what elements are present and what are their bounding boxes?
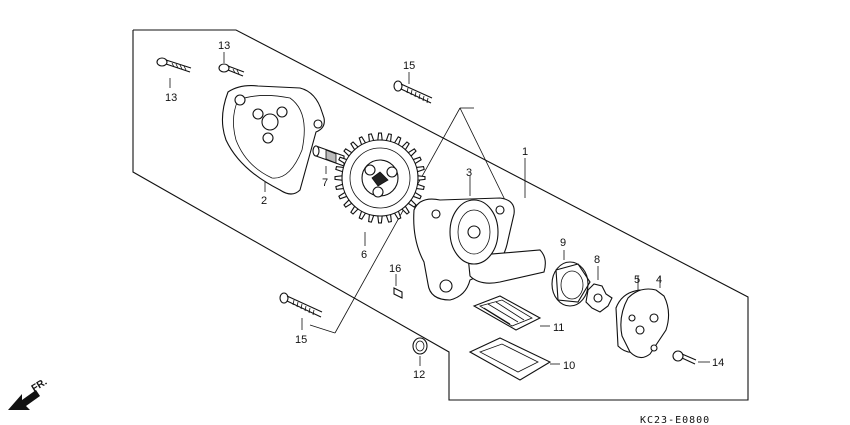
bolt-14: [672, 350, 710, 365]
callout-9: 9: [560, 237, 566, 249]
drive-sprocket-part-6: [334, 132, 426, 246]
inner-rotor-part-8: [585, 266, 613, 313]
dowel-pin-part-16: [393, 274, 403, 299]
callout-12: 12: [413, 369, 425, 381]
callout-13-left: 13: [165, 92, 177, 104]
callout-13-right: 13: [218, 40, 230, 52]
callout-2: 2: [261, 195, 267, 207]
bolt-15-top: [393, 72, 433, 104]
callout-7: 7: [322, 177, 328, 189]
oil-screen-part-11: [472, 295, 550, 331]
bolt-15-lower: [279, 292, 323, 330]
strainer-gasket-part-10: [468, 337, 560, 381]
pump-shaft-part-7: [312, 145, 345, 174]
callout-16: 16: [389, 263, 401, 275]
front-direction-label: FR.: [30, 377, 50, 395]
assembly-outline: [132, 29, 749, 401]
o-ring-part-12: [412, 337, 428, 366]
callout-1: 1: [522, 146, 528, 158]
pump-body-part-3: [413, 176, 546, 301]
callout-5: 5: [634, 274, 640, 286]
pump-cover-part-2: [221, 85, 325, 195]
outer-rotor-part-9: [551, 250, 591, 307]
diagram-code: KC23-E0800: [640, 415, 710, 425]
callout-4: 4: [656, 274, 662, 286]
callout-15-lower: 15: [295, 334, 307, 346]
front-direction-arrow-icon: [8, 390, 40, 410]
callout-6: 6: [361, 249, 367, 261]
callout-14: 14: [712, 357, 724, 369]
callout-10: 10: [563, 360, 575, 372]
callout-15-top: 15: [403, 60, 415, 72]
callout-8: 8: [594, 254, 600, 266]
bolt-13-right: [218, 52, 245, 77]
callout-3: 3: [466, 167, 472, 179]
pump-housing-part-4: [620, 276, 670, 359]
callout-11: 11: [553, 322, 564, 334]
bolt-13-left: [156, 57, 192, 88]
